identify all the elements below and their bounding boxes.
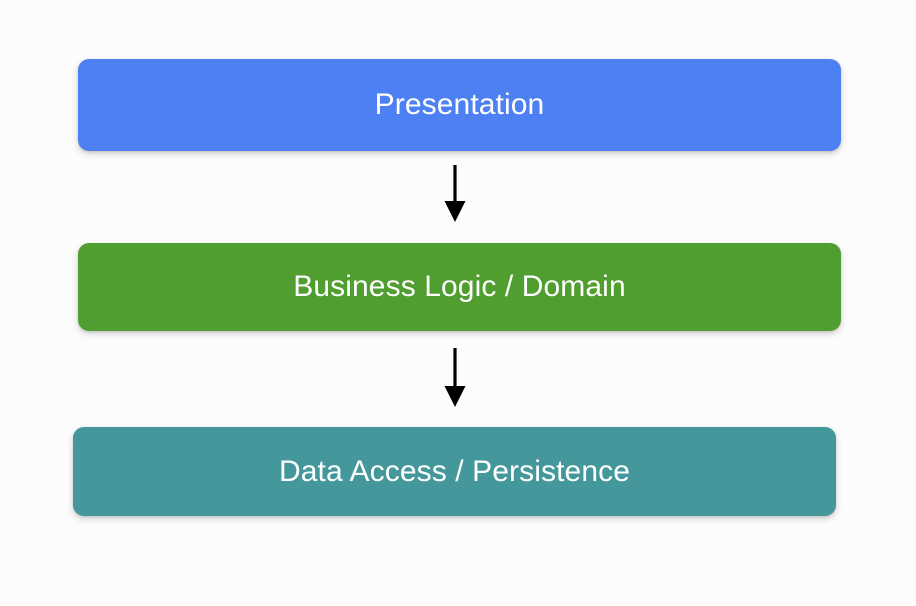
layer-label-data-access: Data Access / Persistence (279, 454, 630, 488)
layer-box-data-access[interactable]: Data Access / Persistence (73, 427, 836, 516)
layer-box-business-logic[interactable]: Business Logic / Domain (78, 243, 841, 331)
layer-label-business-logic: Business Logic / Domain (293, 270, 626, 303)
layer-label-presentation: Presentation (374, 88, 545, 121)
arrow-business-to-data-icon (444, 348, 466, 407)
layer-box-presentation[interactable]: Presentation (78, 59, 841, 151)
arrow-presentation-to-business-icon (444, 165, 466, 222)
